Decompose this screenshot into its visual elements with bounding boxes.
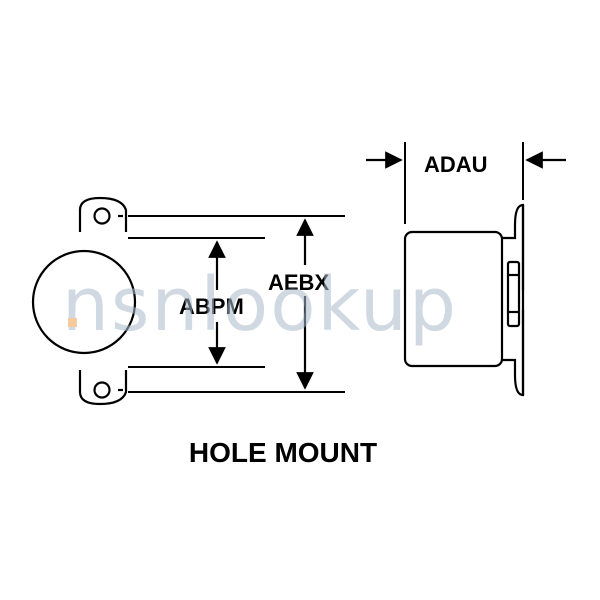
adau-extension-lines (404, 142, 524, 224)
diagram-title: HOLE MOUNT (189, 437, 377, 468)
watermark-text: nsnlookup (62, 262, 458, 348)
abpm-label: ABPM (179, 294, 244, 319)
mounting-flange (78, 196, 128, 406)
nsnlookup-watermark: nsnlookup (62, 262, 458, 348)
front-view (31, 196, 137, 406)
lower-mount-hole (93, 381, 111, 399)
upper-mount-hole (93, 207, 111, 225)
extension-lines (128, 215, 345, 393)
side-body (403, 230, 504, 368)
body-circle (31, 249, 137, 355)
side-terminal (506, 260, 521, 328)
side-view (403, 203, 525, 397)
aebx-label: AEBX (268, 270, 329, 295)
watermark-accent-dot (68, 318, 77, 327)
adau-label: ADAU (424, 152, 488, 177)
